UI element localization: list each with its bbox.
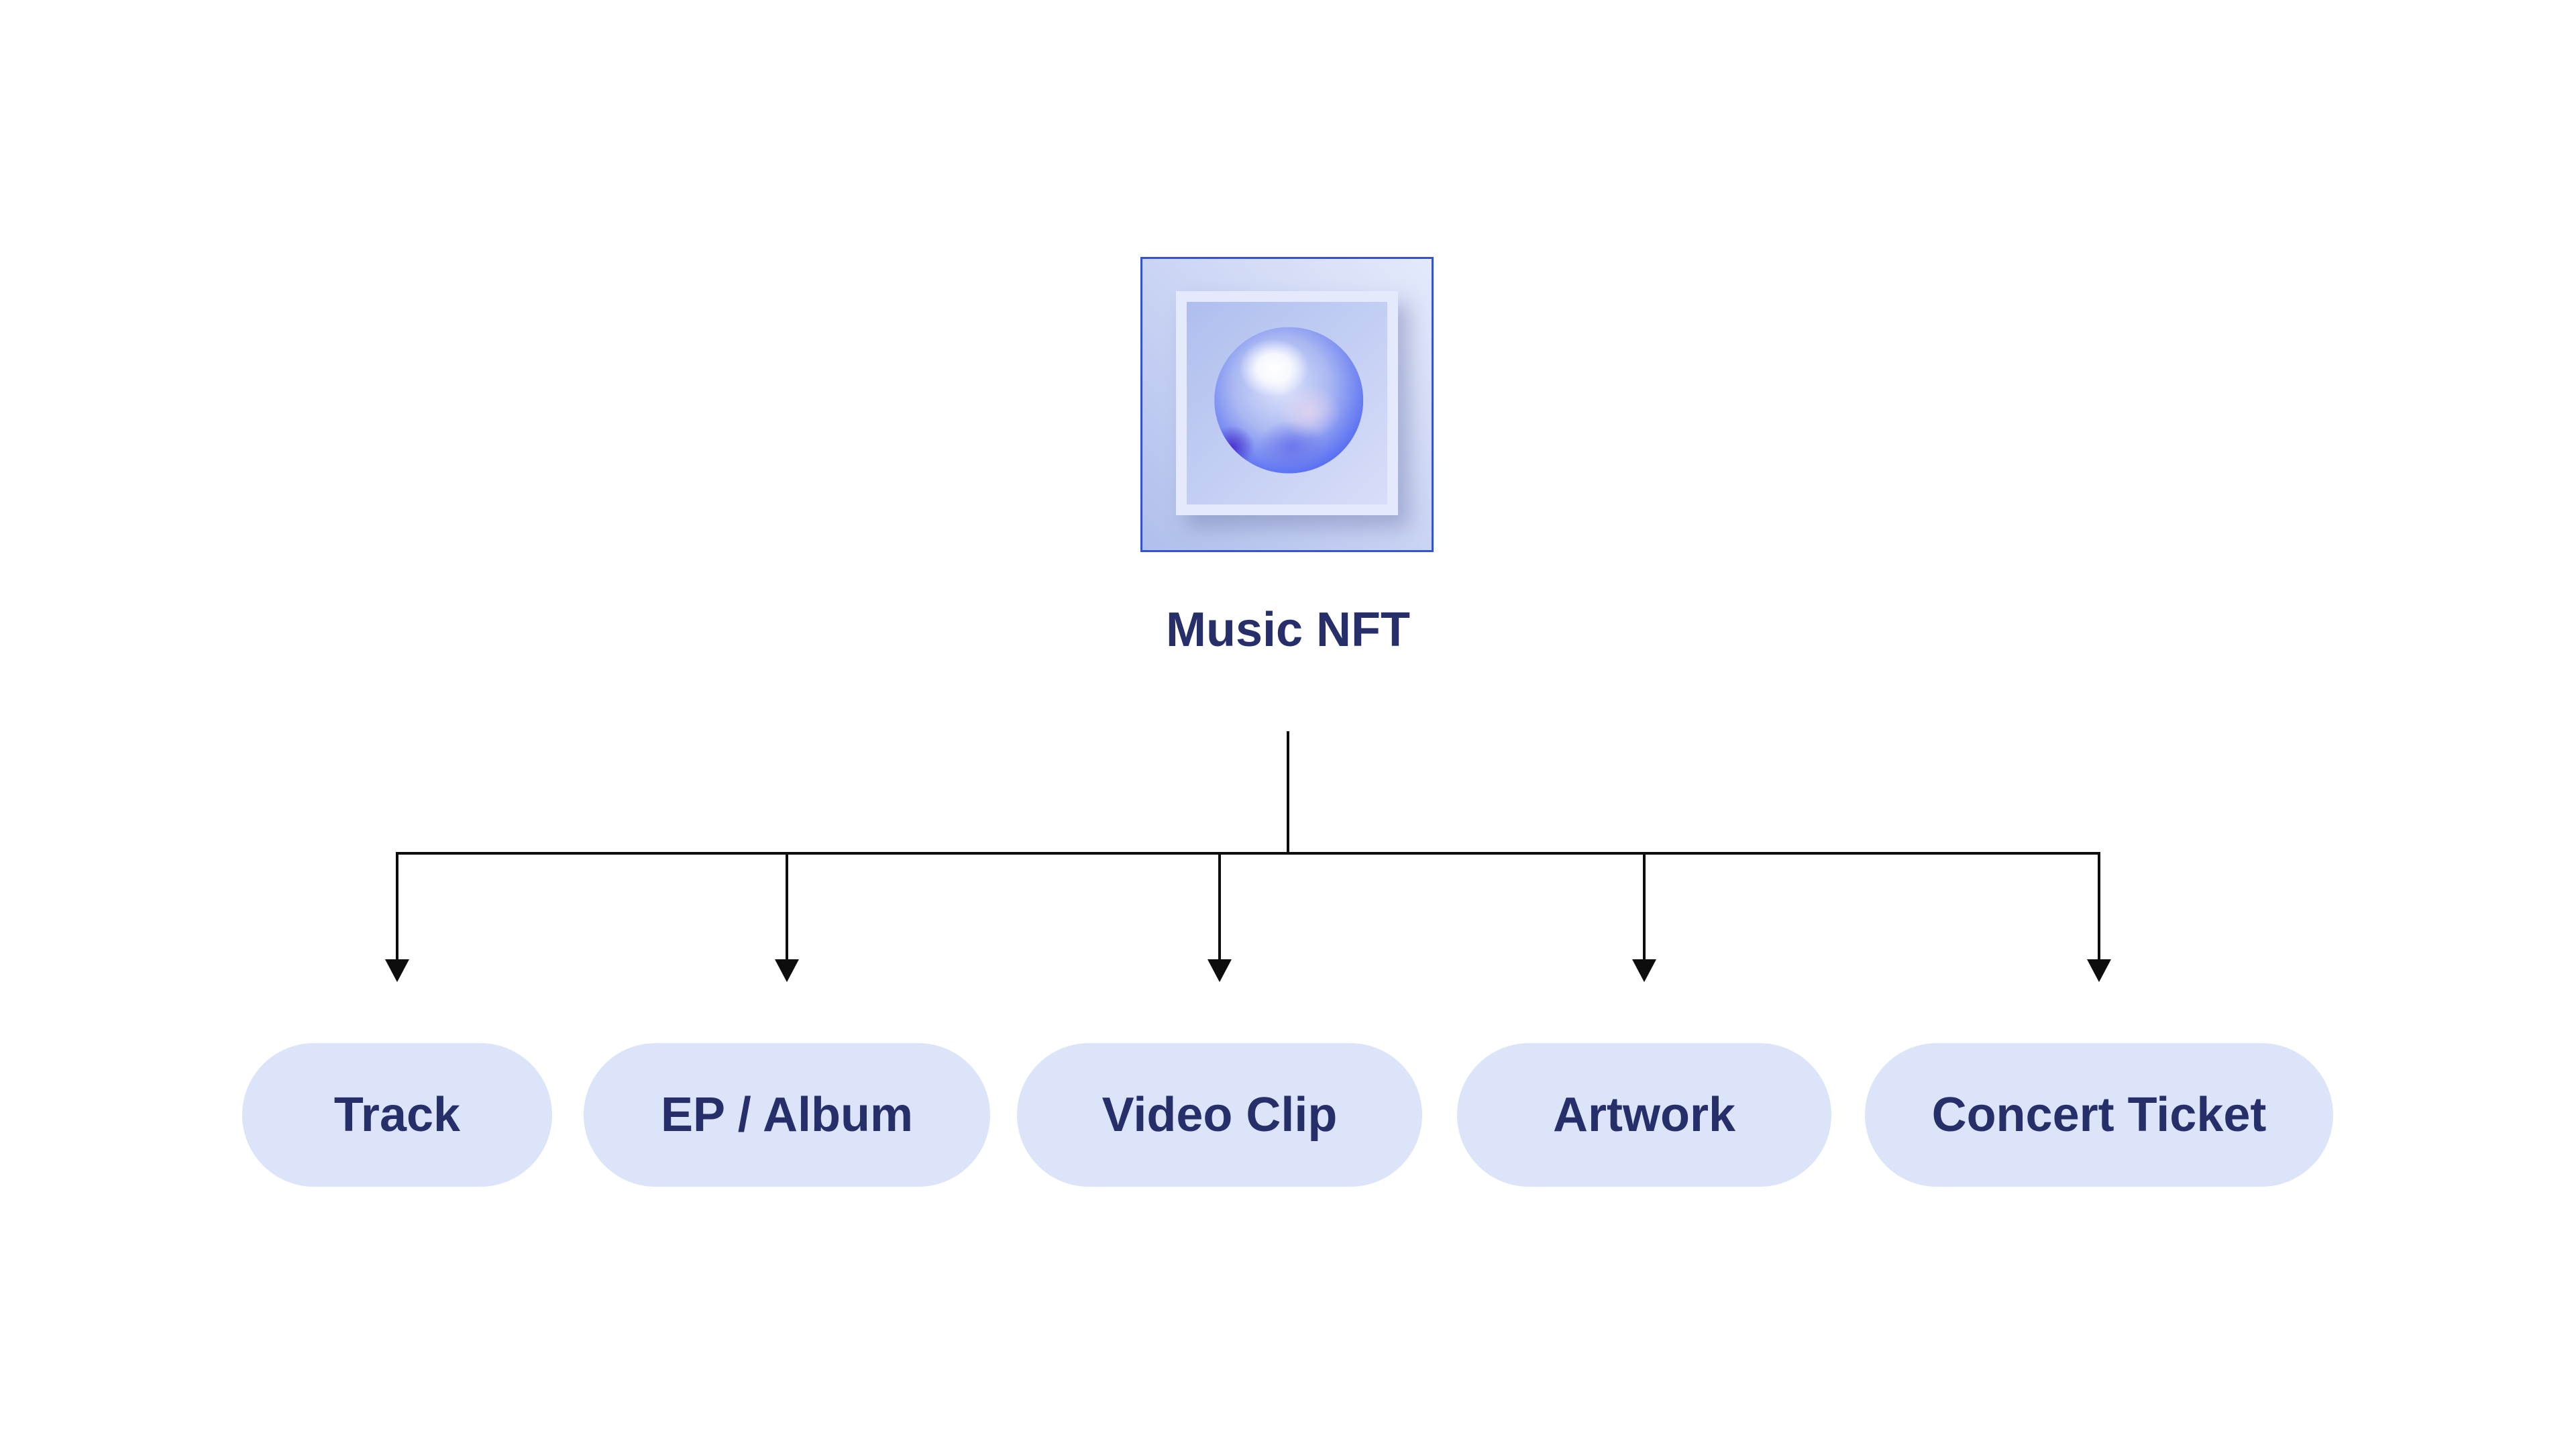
node-artwork-label: Artwork xyxy=(1552,1088,1736,1142)
node-video-clip-label: Video Clip xyxy=(1102,1088,1338,1142)
node-track: Track xyxy=(242,1043,552,1187)
arrowhead-track xyxy=(385,959,409,982)
arrowhead-video-clip xyxy=(1208,959,1232,982)
arrowhead-ep-album xyxy=(775,959,799,982)
music-nft-orb-icon xyxy=(1140,257,1434,552)
node-ep-album: EP / Album xyxy=(584,1043,990,1187)
node-video-clip: Video Clip xyxy=(1017,1043,1422,1187)
node-concert-ticket-label: Concert Ticket xyxy=(1931,1088,2267,1142)
node-track-label: Track xyxy=(333,1088,461,1142)
arrowhead-concert-ticket xyxy=(2087,959,2111,982)
arrowhead-artwork xyxy=(1632,959,1656,982)
node-ep-album-label: EP / Album xyxy=(660,1088,914,1142)
node-concert-ticket: Concert Ticket xyxy=(1865,1043,2333,1187)
glossy-orb xyxy=(1214,327,1363,474)
node-artwork: Artwork xyxy=(1457,1043,1831,1187)
icon-inner-frame xyxy=(1176,291,1398,515)
root-node-label: Music NFT xyxy=(1165,603,1410,657)
